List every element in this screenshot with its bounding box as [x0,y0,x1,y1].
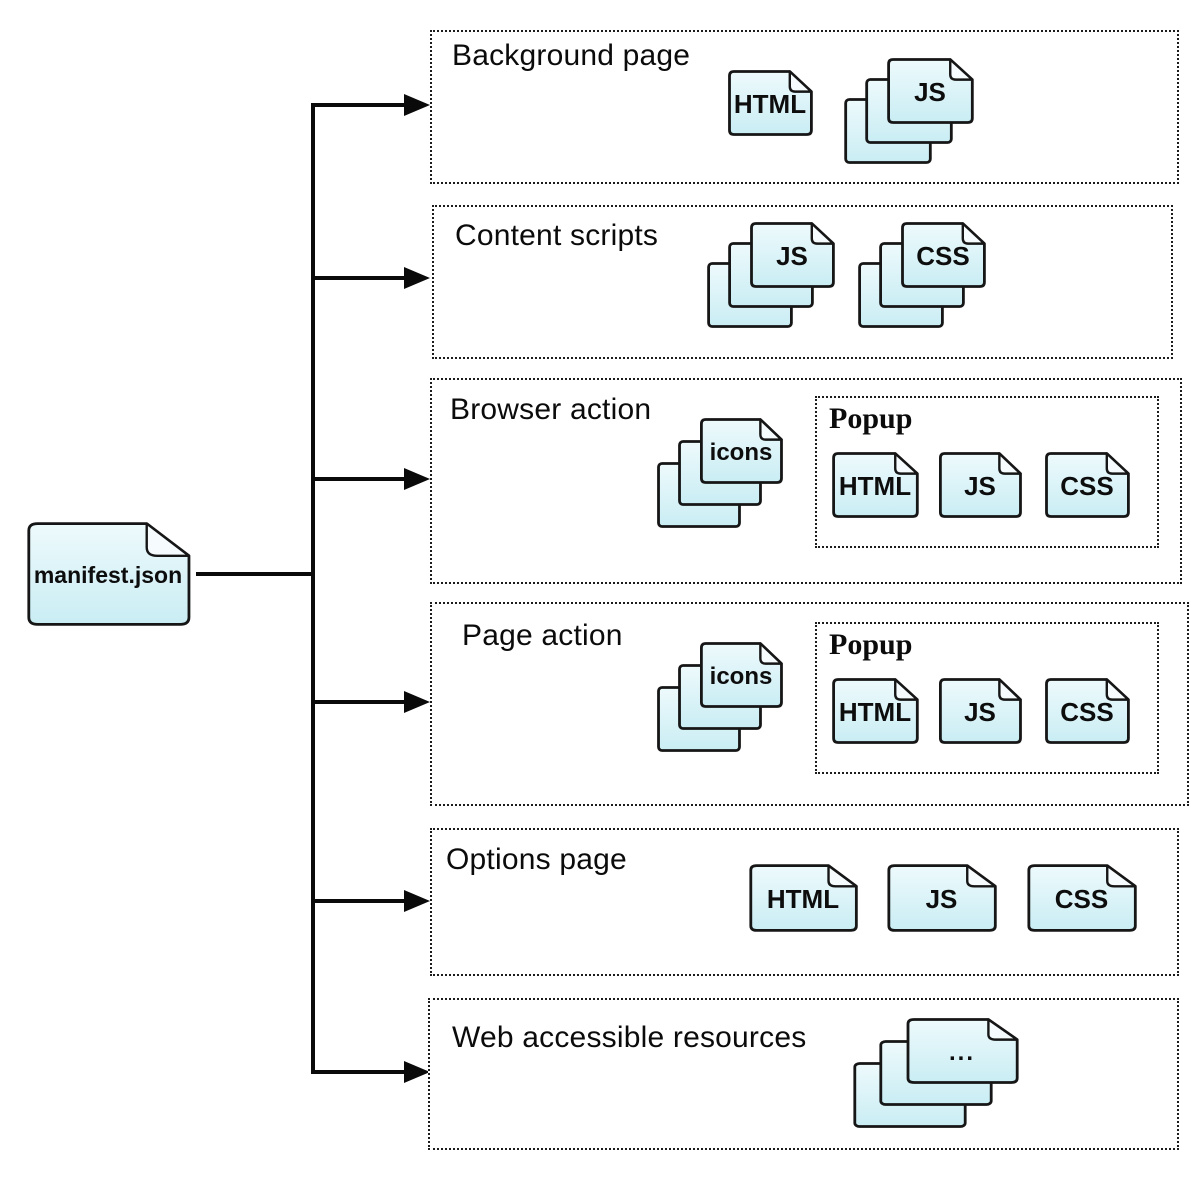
branch-line-background-page [313,103,406,107]
section-title-options-page: Options page [446,843,627,876]
file-label: JS [914,77,946,107]
css-file-icon: CSS [1023,862,1140,934]
file-label: icons [709,438,773,466]
file-label: HTML [733,89,807,119]
resources-file-stack-icon: ... [902,1016,1022,1086]
file-label: HTML [838,471,912,501]
file-label: CSS [916,241,970,271]
section-box-content-scripts: Content scripts JS CSS [432,205,1173,359]
manifest-file-node: manifest.json [20,518,196,630]
html-file-icon: HTML [725,68,815,138]
branch-line-page-action [313,700,406,704]
arrowhead-options-page [404,890,430,912]
icons-file-stack-icon: icons [697,416,785,486]
html-file-icon: HTML [829,676,921,746]
js-file-icon: JS [936,450,1024,520]
arrowhead-background-page [404,94,430,116]
manifest-label: manifest.json [33,562,183,588]
file-label: JS [964,471,996,501]
css-file-icon: CSS [1042,450,1132,520]
file-label: JS [925,884,958,914]
arrowhead-page-action [404,691,430,713]
file-label: CSS [1060,697,1114,727]
arrowhead-web-accessible-resources [404,1061,430,1083]
branch-line-content-scripts [313,276,406,280]
section-box-page-action: Page action icons Popup HTML JS CSS [430,602,1189,806]
js-file-icon: JS [883,862,1000,934]
js-file-stack-icon: JS [884,56,976,126]
section-box-background-page: Background page HTML JS [430,30,1179,184]
js-file-stack-icon: JS [747,220,837,290]
icons-file-stack-icon: icons [697,640,785,710]
branch-line-web-accessible-resources [313,1070,406,1074]
file-label: JS [776,241,808,271]
popup-box: Popup HTML JS CSS [815,396,1159,548]
file-label: CSS [1054,884,1109,914]
js-file-icon: JS [936,676,1024,746]
popup-box: Popup HTML JS CSS [815,622,1159,774]
section-title-content-scripts: Content scripts [455,219,659,252]
connector-trunk [311,103,315,1074]
branch-line-browser-action [313,477,406,481]
connector-manifest-to-trunk [196,572,313,576]
file-label: CSS [1060,471,1114,501]
section-title-page-action: Page action [462,619,623,652]
html-file-icon: HTML [829,450,921,520]
arrowhead-content-scripts [404,267,430,289]
popup-title: Popup [829,628,913,661]
branch-line-options-page [313,899,406,903]
section-box-web-accessible-resources: Web accessible resources ... [428,998,1179,1150]
file-label: JS [964,697,996,727]
section-box-options-page: Options page HTML JS CSS [430,828,1179,976]
css-file-icon: CSS [1042,676,1132,746]
section-box-browser-action: Browser action icons Popup HTML JS CSS [430,378,1182,584]
css-file-stack-icon: CSS [898,220,988,290]
file-label: icons [709,662,773,690]
file-label: ... [948,1038,975,1066]
section-title-background-page: Background page [452,39,691,72]
section-title-web-accessible-resources: Web accessible resources [452,1021,807,1054]
arrowhead-browser-action [404,468,430,490]
section-title-browser-action: Browser action [450,393,652,426]
html-file-icon: HTML [745,862,861,934]
popup-title: Popup [829,402,913,435]
file-label: HTML [766,884,840,914]
file-label: HTML [838,697,912,727]
